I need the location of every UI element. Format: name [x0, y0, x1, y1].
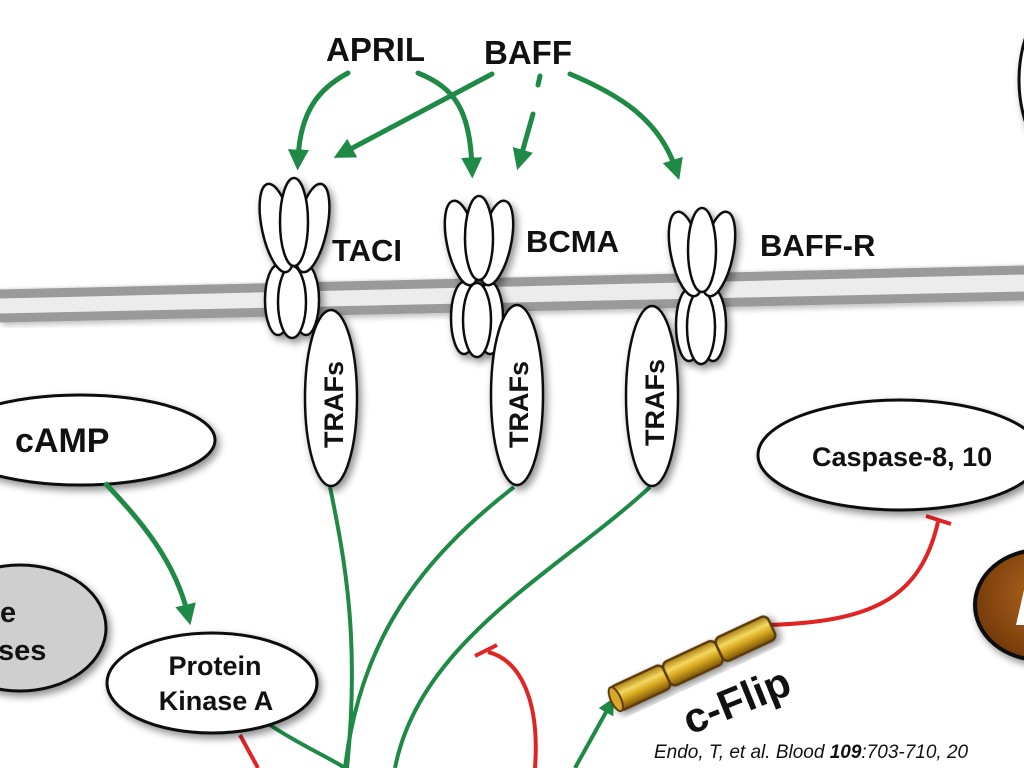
arrow-camp-pka — [103, 481, 196, 626]
arrow-april-bcma — [415, 70, 483, 179]
receptor-taci-label: TACI — [332, 233, 402, 268]
top-right-node — [1017, 37, 1024, 123]
inhibition-lines — [238, 514, 952, 768]
citation-volume: 109 — [830, 742, 862, 763]
pka-node — [105, 631, 319, 735]
trafs-taci-label: TRAFs — [319, 361, 349, 448]
citation: Endo, T, et al. Blood 109:703-710, 20 — [654, 742, 969, 763]
receptor-baffr — [624, 206, 737, 488]
arrow-baff-bcma-dashed — [520, 73, 543, 160]
pka-label-2: Kinase A — [159, 686, 274, 716]
camp-label: cAMP — [15, 422, 109, 460]
ligand-april-label: APRIL — [326, 31, 425, 68]
arrow-april-taci — [287, 70, 351, 171]
brown-node — [973, 549, 1024, 661]
arrow-baff-taci — [333, 71, 495, 158]
citation-prefix: Endo, T, et al. Blood — [654, 742, 830, 763]
gray-node-label-2: ses — [0, 635, 46, 667]
trafs-bcma — [489, 303, 545, 487]
cflip-molecule — [607, 615, 777, 713]
citation-suffix: :703-710, 20 — [861, 742, 968, 763]
caspase-node — [756, 398, 1024, 512]
gray-node-label-1: e — [0, 597, 16, 629]
camp-node — [0, 393, 217, 487]
trafs-baffr-label: TRAFs — [640, 359, 670, 446]
receptor-bcma-label: BCMA — [526, 224, 619, 259]
arrow-baff-baffr — [567, 71, 683, 180]
trafs-taci — [303, 308, 359, 488]
signal-lines — [268, 485, 652, 768]
ligand-baff-label: BAFF — [484, 34, 572, 71]
receptor-taci — [258, 176, 359, 488]
gray-node — [0, 563, 108, 693]
brown-node-glyph — [1016, 590, 1024, 625]
trafs-baffr — [624, 304, 680, 488]
trafs-bcma-label: TRAFs — [504, 361, 534, 448]
caspase-label: Caspase-8, 10 — [812, 442, 992, 472]
ligand-arrows — [287, 70, 683, 180]
receptor-baffr-label: BAFF-R — [760, 228, 875, 263]
receptor-bcma — [443, 194, 545, 487]
pka-label-1: Protein — [168, 651, 261, 681]
